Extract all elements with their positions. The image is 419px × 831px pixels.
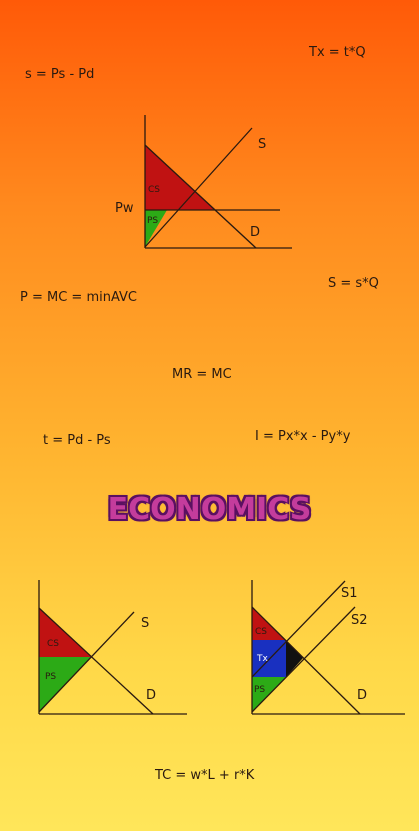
ps-label: PS (147, 216, 158, 226)
world-price-graph: Pw S D CS PS (115, 115, 292, 249)
producer-surplus-area (145, 210, 167, 247)
poster-title: ECONOMICS (107, 492, 312, 527)
equation-income: I = Px*x - Py*y (255, 429, 351, 444)
tax-graph: S1 S2 D CS Tx PS (251, 580, 405, 715)
equation-subsidy-total: S = s*Q (328, 276, 379, 291)
demand-label: D (146, 688, 156, 703)
ps-label: PS (254, 685, 265, 695)
demand-curve (144, 144, 257, 249)
demand-curve (38, 607, 154, 715)
supply-curve-s1 (251, 580, 346, 678)
supply-label: S (258, 137, 266, 152)
cs-label: CS (47, 639, 59, 649)
demand-label: D (250, 225, 260, 240)
deadweight-loss-area (286, 640, 303, 677)
s1-label: S1 (341, 586, 358, 601)
demand-curve (251, 606, 361, 715)
equation-profit-max: MR = MC (172, 367, 232, 382)
supply-curve (144, 127, 253, 248)
s2-label: S2 (351, 613, 368, 628)
supply-curve-s2 (251, 606, 356, 713)
equation-shutdown: P = MC = minAVC (20, 290, 137, 305)
supply-label: S (141, 616, 149, 631)
demand-label: D (357, 688, 367, 703)
equation-tax-wedge: t = Pd - Ps (43, 433, 111, 448)
equation-total-cost: TC = w*L + r*K (155, 768, 255, 783)
ps-label: PS (45, 672, 56, 682)
cs-label: CS (255, 627, 267, 637)
equation-subsidy: s = Ps - Pd (25, 67, 95, 82)
tx-label: Tx (256, 654, 268, 664)
surplus-graph: S D CS PS (38, 580, 187, 715)
supply-curve (38, 611, 135, 713)
cs-label: CS (148, 185, 160, 195)
equation-tax-revenue: Tx = t*Q (309, 45, 366, 60)
pw-label: Pw (115, 201, 134, 216)
